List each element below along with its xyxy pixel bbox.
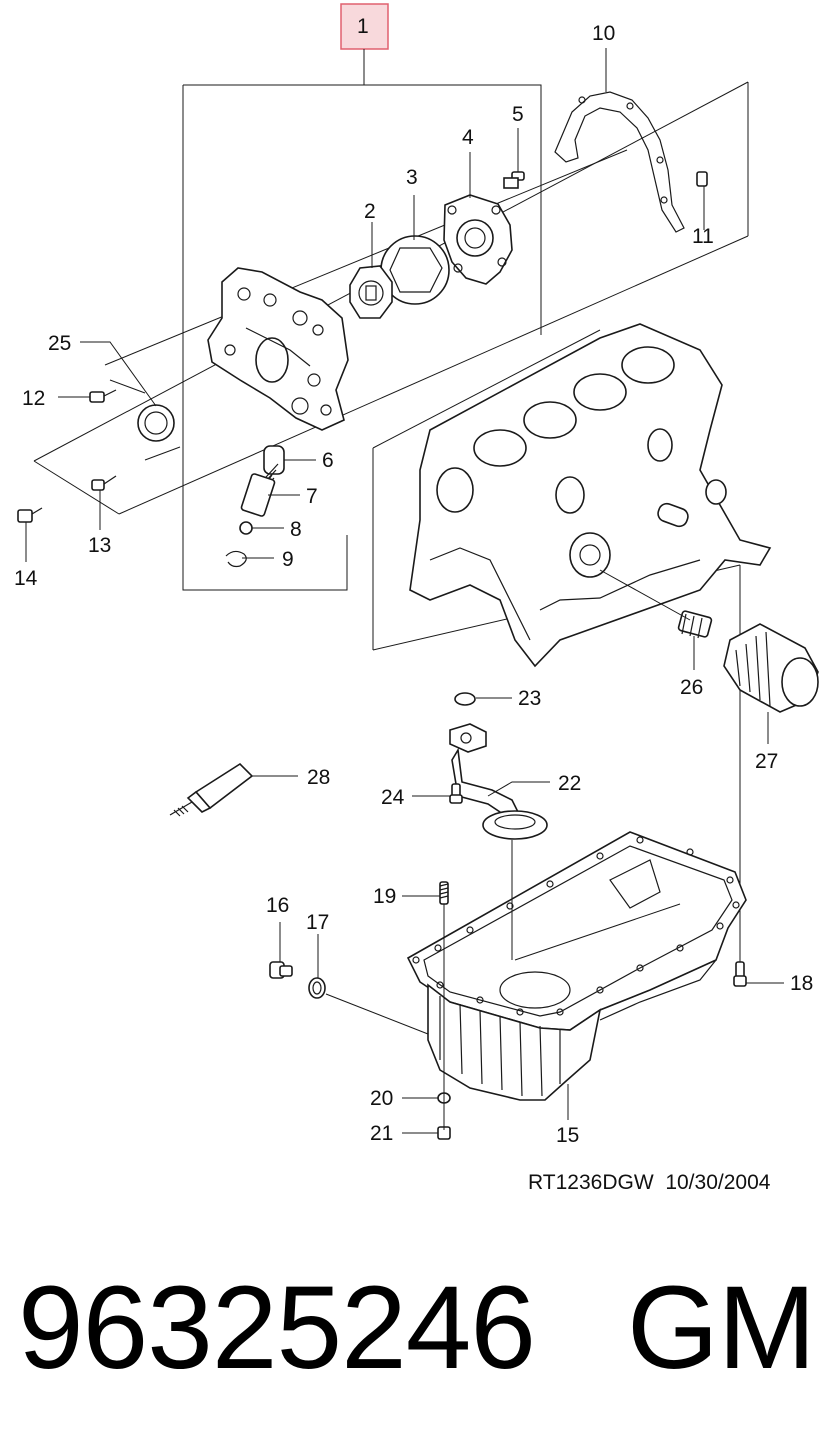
callout-1: 1 (357, 15, 369, 38)
bolt-24 (449, 783, 463, 804)
washer-nut (437, 904, 451, 1140)
callout-21: 21 (370, 1122, 393, 1145)
relief-valve (225, 445, 285, 568)
callout-14: 14 (14, 567, 38, 590)
callout-5: 5 (512, 103, 524, 126)
callout-4: 4 (462, 126, 474, 149)
pump-cover (443, 194, 513, 285)
leader-lines (25, 48, 784, 1134)
callout-17: 17 (306, 911, 329, 934)
drain-plug (269, 961, 429, 1035)
oil-strainer (449, 723, 548, 840)
callout-8: 8 (290, 518, 302, 541)
callout-1-highlight (340, 3, 389, 50)
callout-labels: 1 2 3 4 5 6 7 8 9 10 11 12 13 14 15 16 1… (14, 15, 813, 1147)
diagram-reference: RT1236DGW 10/30/2004 (528, 1171, 771, 1194)
engine-block (409, 323, 772, 668)
inner-gear (349, 265, 393, 319)
callout-15: 15 (556, 1124, 579, 1147)
outer-rotor (380, 235, 450, 305)
callout-25: 25 (48, 332, 71, 355)
callout-26: 26 (680, 676, 703, 699)
filter-adapter (599, 569, 713, 639)
callout-2: 2 (364, 200, 376, 223)
callout-24: 24 (381, 786, 405, 809)
callout-10: 10 (592, 22, 615, 45)
part-number: 96325246 (18, 1262, 536, 1394)
callout-3: 3 (406, 166, 418, 189)
callout-19: 19 (373, 885, 396, 908)
callout-16: 16 (266, 894, 289, 917)
bolt-18 (733, 961, 747, 987)
callout-9: 9 (282, 548, 294, 571)
callout-6: 6 (322, 449, 334, 472)
oil-pan (406, 831, 747, 1101)
o-ring-23 (454, 692, 476, 706)
callout-28: 28 (307, 766, 330, 789)
callout-23: 23 (518, 687, 541, 710)
callout-13: 13 (88, 534, 111, 557)
callout-27: 27 (755, 750, 778, 773)
callout-7: 7 (306, 485, 318, 508)
oil-filter (723, 623, 819, 713)
callout-18: 18 (790, 972, 813, 995)
callout-11: 11 (692, 225, 714, 248)
brand-name: GM (627, 1262, 816, 1394)
bolts-12-13-14 (17, 389, 117, 523)
screw-5 (503, 171, 525, 189)
cover-gasket (554, 91, 685, 233)
oil-pump-body (207, 267, 349, 431)
callout-12: 12 (22, 387, 45, 410)
callout-20: 20 (370, 1087, 393, 1110)
callout-22: 22 (558, 772, 581, 795)
oil-pump-frame (33, 81, 749, 591)
sealant-tube (169, 762, 254, 817)
front-seal (137, 404, 175, 442)
stud-19 (439, 881, 449, 905)
